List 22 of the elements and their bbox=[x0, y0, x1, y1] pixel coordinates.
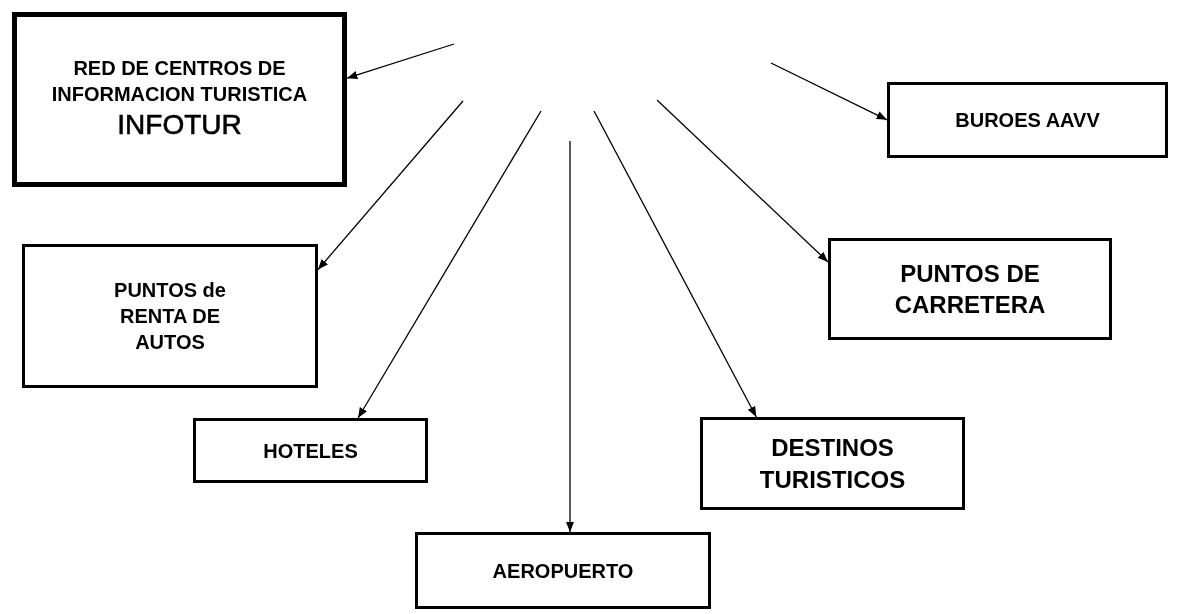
arrow bbox=[656, 99, 829, 263]
arrow bbox=[770, 62, 888, 121]
text-box bbox=[700, 417, 965, 510]
text-box bbox=[887, 82, 1168, 158]
text-box bbox=[415, 532, 711, 609]
label: PUNTOS de RENTA DE AUTOS bbox=[113, 278, 227, 355]
arrow bbox=[357, 110, 542, 419]
label: RED DE CENTROS DE INFORMACION TURISTICA bbox=[50, 56, 309, 108]
subtitle: INFOTUR bbox=[117, 108, 242, 143]
arrow bbox=[317, 100, 464, 271]
text-box bbox=[193, 418, 428, 483]
label: PUNTOS DE CARRETERA bbox=[893, 258, 1047, 320]
arrow bbox=[346, 43, 455, 79]
arrow bbox=[565, 140, 575, 533]
text-box bbox=[22, 244, 318, 388]
label: HOTELES bbox=[263, 438, 358, 464]
text-box bbox=[12, 12, 347, 187]
arrow bbox=[593, 110, 757, 418]
text-box bbox=[828, 238, 1112, 340]
label: DESTINOS TURISTICOS bbox=[758, 433, 907, 495]
label: BUROES AAVV bbox=[955, 108, 1100, 133]
label: AEROPUERTO bbox=[492, 558, 634, 584]
